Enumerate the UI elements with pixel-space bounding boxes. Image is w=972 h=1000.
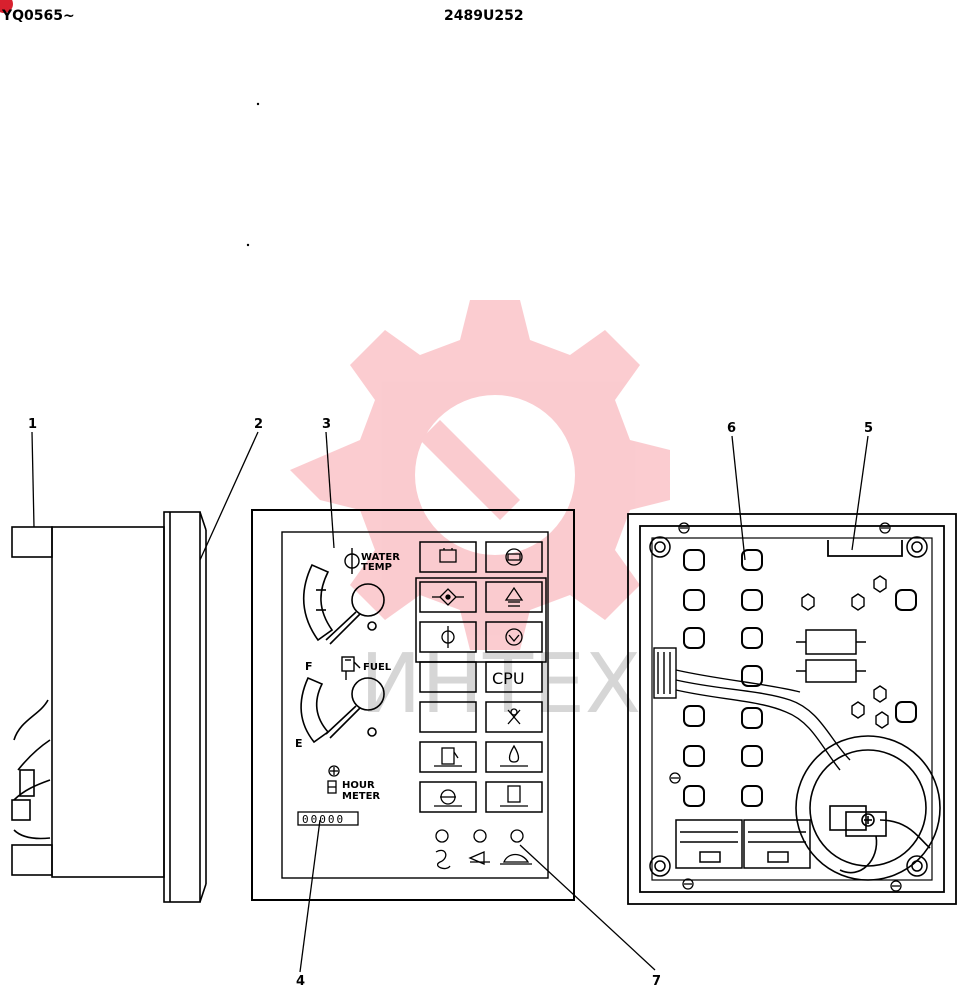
cpu-label: CPU: [492, 669, 525, 688]
coolant-level-icon: [504, 586, 524, 607]
hydraulic-oil-icon: [505, 628, 523, 646]
leader-lines: [31, 431, 869, 973]
callout-2: 2: [254, 417, 263, 432]
fuel-label: FUEL: [363, 662, 392, 673]
fuel-full-label: F: [305, 660, 313, 673]
water-temp-icon: [344, 548, 360, 574]
water-separator-icon: [500, 785, 528, 807]
connector-blocks: [675, 819, 811, 869]
watermark-gear-logo: [290, 300, 670, 650]
callout-4: 4: [296, 974, 305, 989]
corner-marker: [0, 0, 13, 13]
callout-7: 7: [652, 974, 661, 989]
fuel-gauge: [300, 676, 385, 744]
warning-lamp-grid: [415, 541, 547, 813]
fuel-level-icon: [434, 747, 462, 767]
water-temp-label-2: TEMP: [361, 562, 392, 573]
fuel-pump-icon: [341, 656, 361, 680]
air-filter-icon: [505, 548, 523, 566]
resistors: [796, 629, 866, 683]
doc-id-center: 2489U252: [444, 8, 524, 24]
turtle-speed-icon: [500, 853, 532, 865]
hour-meter-digits: 00000: [302, 813, 345, 826]
hour-meter-icon: [327, 765, 340, 794]
coolant-temp-icon: [441, 626, 455, 648]
hour-meter-label-2: METER: [342, 791, 380, 802]
sensor-disc: [795, 735, 941, 881]
hour-meter-counter: [297, 811, 359, 826]
side-view-housing: [11, 511, 207, 903]
rabbit-speed-icon: [468, 851, 490, 865]
fuel-empty-label: E: [295, 737, 303, 750]
callout-3: 3: [322, 417, 331, 432]
water-temp-label-1: WATER: [361, 552, 400, 563]
lamp-gauge-icon: [434, 789, 462, 807]
lamp-sockets: [683, 549, 917, 807]
rear-screws: [669, 522, 902, 892]
stray-dot: [246, 243, 250, 247]
work-mode-icon: [435, 849, 451, 870]
callout-6: 6: [727, 421, 736, 436]
oil-drop-icon: [500, 744, 528, 767]
doc-id-left: YQ0565~: [1, 8, 75, 24]
callout-5: 5: [864, 421, 873, 436]
battery-icon: [439, 548, 457, 563]
wrench-icon: [507, 708, 521, 725]
rear-view-housing: [627, 513, 957, 905]
water-temp-gauge: [302, 563, 385, 645]
callout-1: 1: [28, 417, 37, 432]
engine-oil-pressure-icon: [432, 588, 464, 606]
hour-meter-label-1: HOUR: [342, 780, 375, 791]
rear-mounting-bosses: [649, 536, 928, 877]
front-panel: [251, 509, 575, 901]
rear-nuts: [801, 575, 889, 729]
watermark-text: ИНТЕХ: [360, 637, 641, 732]
indicator-lamps: [435, 829, 524, 843]
wiring-harness: [653, 647, 851, 771]
stray-dot: [256, 102, 260, 106]
